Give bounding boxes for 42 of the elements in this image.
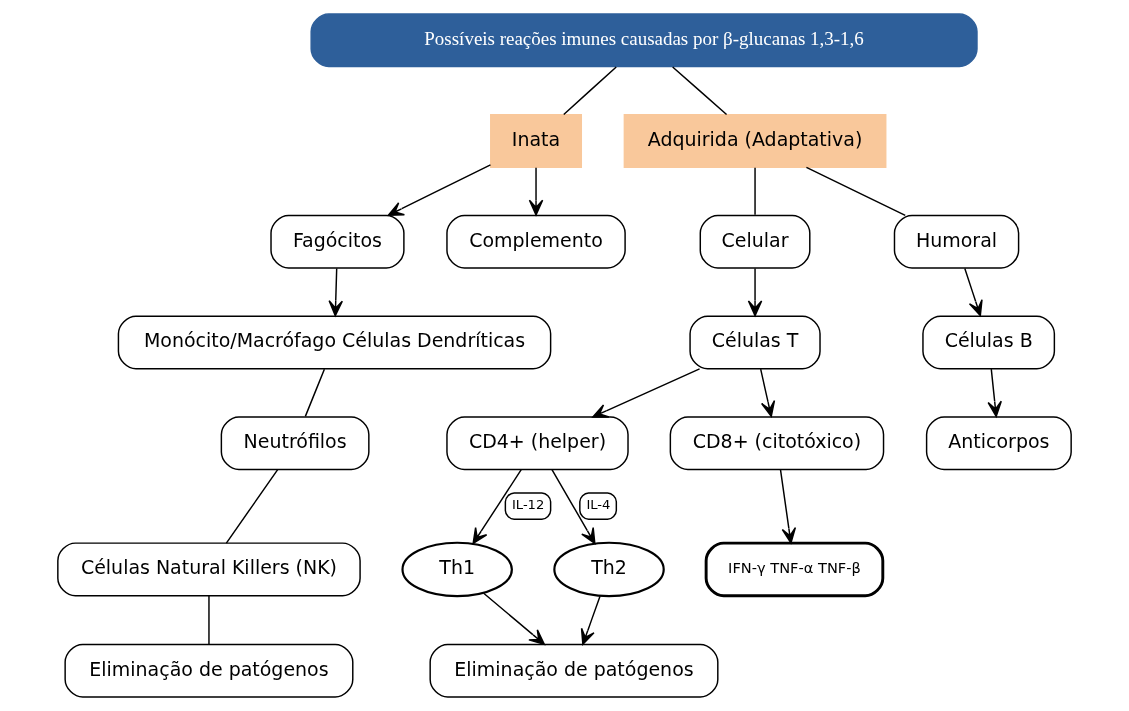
arrow: [580, 595, 601, 646]
connector: [304, 368, 326, 418]
arrow: [779, 468, 797, 544]
node-box: Neutrófilos: [220, 416, 370, 471]
node-box: CD8+ (citotóxico): [669, 416, 885, 471]
arrow: [528, 166, 544, 216]
node-box: Complemento: [446, 214, 626, 269]
connector: [208, 594, 210, 645]
arrow: [328, 267, 344, 317]
arrow: [987, 368, 1002, 418]
arrow: [759, 368, 776, 418]
node-ellipse: Th1: [401, 541, 513, 598]
node-box: Anticorpos: [925, 416, 1072, 471]
node-box: Eliminação de patógenos: [429, 643, 719, 698]
connector: [671, 66, 728, 116]
node-ellipse: Th2: [553, 541, 665, 598]
edge-label: IL-4: [586, 497, 611, 513]
node-box: Humoral: [893, 214, 1020, 269]
arrow: [482, 592, 546, 645]
arrow: [592, 368, 701, 418]
connector: [754, 166, 756, 216]
node-box: Adquirida (Adaptativa): [623, 114, 887, 169]
node-box: Células B: [922, 315, 1056, 370]
arrow: [747, 267, 763, 317]
node-box: Inata: [490, 114, 582, 169]
node-box: Células Natural Killers (NK): [57, 542, 361, 597]
connector: [225, 468, 279, 544]
node-box: Possíveis reações imunes causadas por β-glucanas 1,3-1,6: [310, 13, 978, 68]
node-box: Monócito/Macrófago Células Dendríticas: [117, 315, 552, 370]
node-box: Celular: [699, 214, 811, 269]
arrow: [387, 164, 492, 216]
node-box: Eliminação de patógenos: [64, 643, 354, 698]
edge-label: IL-12: [511, 497, 545, 513]
node-box: Células T: [689, 315, 821, 370]
connector: [563, 66, 617, 116]
arrow: [551, 468, 596, 545]
node-box: CD4+ (helper): [446, 416, 629, 471]
arrow: [472, 468, 522, 545]
node-box: Fagócitos: [270, 214, 405, 269]
node-box: IFN-γ TNF-α TNF-β: [704, 541, 885, 598]
connector: [805, 166, 906, 217]
arrow: [964, 267, 983, 317]
